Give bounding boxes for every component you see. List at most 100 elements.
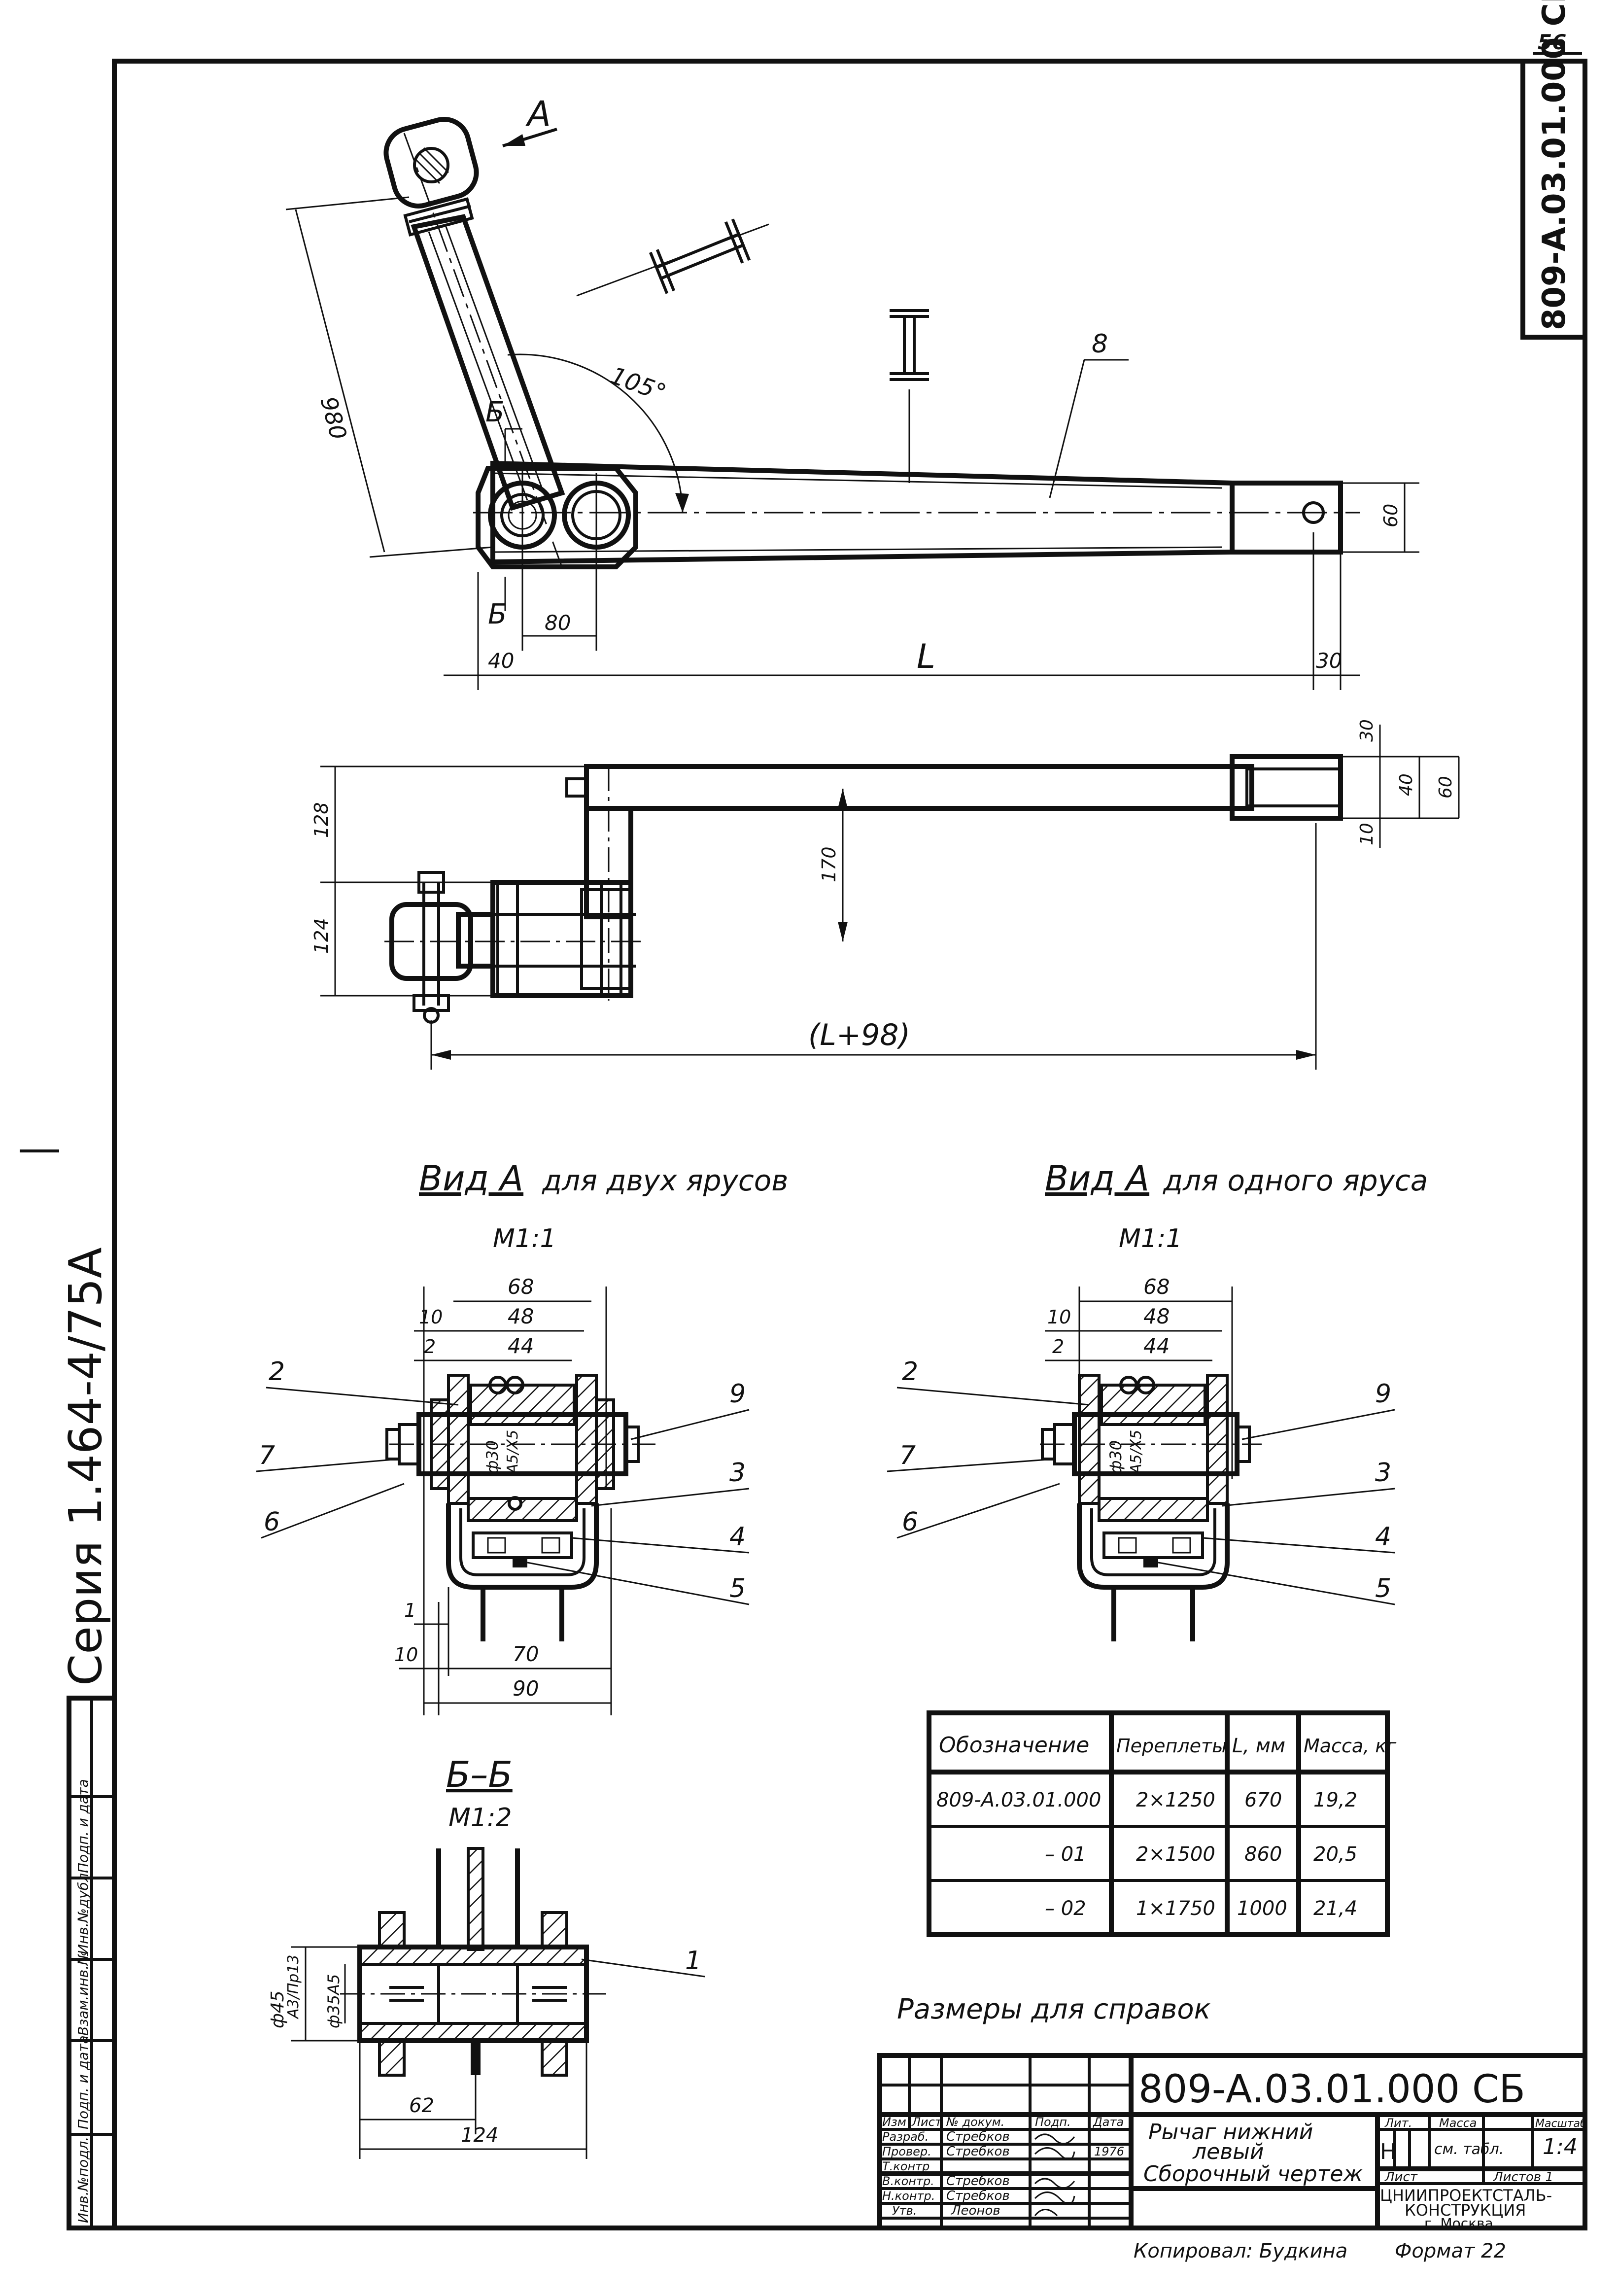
spec-header-mass: Масса, кг bbox=[1304, 1735, 1397, 1757]
spec-r3-c4: 21,4 bbox=[1313, 1897, 1357, 1920]
two-shaft-dia: ф30 bbox=[483, 1440, 502, 1474]
tb-name-4: Стребков bbox=[946, 2174, 1010, 2189]
tb-sheets-label: Листов 1 bbox=[1493, 2170, 1553, 2185]
stamp-label-3: Взам.инв.№ bbox=[75, 1951, 91, 2036]
bb-fit-45: А3/Пр13 bbox=[285, 1955, 302, 2020]
tb-lit-value: Н bbox=[1380, 2139, 1396, 2164]
one-dim-48: 48 bbox=[1143, 1304, 1170, 1328]
signature-scribbles bbox=[1034, 2133, 1075, 2217]
dim-60-main: 60 bbox=[1380, 504, 1402, 527]
stamp-label-1: Инв.№подл. bbox=[75, 2137, 91, 2223]
dim-40: 40 bbox=[488, 649, 514, 673]
spec-r3-c2: 1×1750 bbox=[1136, 1897, 1215, 1920]
dim-30-plan: 30 bbox=[1357, 719, 1377, 742]
stamp-label-4: Инв.№дубл. bbox=[75, 1869, 91, 1954]
tb-year: 1976 bbox=[1094, 2145, 1124, 2158]
view-two-scale: М1:1 bbox=[493, 1224, 556, 1253]
one-leader-6: 6 bbox=[902, 1507, 918, 1537]
tb-scale-label: Масштаб bbox=[1535, 2118, 1587, 2130]
tb-role-5: Н.контр. bbox=[882, 2189, 935, 2203]
reference-note: Размеры для справок bbox=[897, 1993, 1211, 2025]
tb-org-1: ЦНИИПРОЕКТСТАЛЬ- bbox=[1380, 2186, 1552, 2205]
one-dim-68: 68 bbox=[1143, 1275, 1170, 1299]
view-one-scale: М1:1 bbox=[1119, 1224, 1182, 1253]
view-a-two-tiers: Вид А для двух ярусов М1:1 68 48 44 10 2… bbox=[256, 1158, 788, 1715]
section-bb-scale: М1:2 bbox=[448, 1803, 512, 1833]
tb-mass-label: Масса bbox=[1439, 2116, 1477, 2130]
view-two-title-rest: для двух ярусов bbox=[542, 1164, 788, 1197]
tb-col-doc: № докум. bbox=[945, 2115, 1004, 2129]
tb-lit-label: Лит. bbox=[1384, 2116, 1412, 2130]
dim-124-plan: 124 bbox=[310, 918, 332, 954]
spec-r2-c2: 2×1500 bbox=[1136, 1843, 1215, 1866]
spec-r1-c2: 2×1250 bbox=[1136, 1789, 1215, 1811]
two-dim-70: 70 bbox=[513, 1642, 539, 1666]
tb-name-line-1: Рычаг нижний bbox=[1148, 2120, 1313, 2145]
two-dim-44: 44 bbox=[508, 1334, 534, 1358]
dim-30: 30 bbox=[1316, 649, 1342, 673]
tb-col-izm: Изм bbox=[882, 2115, 906, 2129]
section-mark-bottom: Б bbox=[488, 598, 507, 630]
one-leader-9: 9 bbox=[1375, 1379, 1391, 1409]
one-dim-10: 10 bbox=[1047, 1306, 1071, 1328]
one-leader-4: 4 bbox=[1375, 1522, 1391, 1552]
two-fit: А5/Х5 bbox=[504, 1430, 521, 1475]
one-leader-3: 3 bbox=[1375, 1458, 1391, 1488]
doc-code-vertical: 809-А.03.01.000 СБ bbox=[1536, 0, 1573, 330]
sheet-number: 56 bbox=[1538, 30, 1566, 54]
spec-r1-c4: 19,2 bbox=[1313, 1789, 1357, 1811]
view-arrow-label: А bbox=[525, 94, 551, 134]
dim-60-plan: 60 bbox=[1436, 776, 1456, 799]
two-dim-68: 68 bbox=[508, 1275, 534, 1299]
series-vertical: Серия 1.464-4/75А bbox=[59, 1247, 112, 1686]
bb-dim-62: 62 bbox=[409, 2094, 434, 2117]
tb-role-6: Утв. bbox=[892, 2204, 917, 2218]
view-a-one-tier: Вид А для одного яруса М1:1 68 48 44 10 … bbox=[887, 1158, 1428, 1641]
bb-dia-45: ф45 bbox=[268, 1990, 288, 2028]
spec-r2-c1: – 01 bbox=[1045, 1843, 1086, 1866]
one-dim-44: 44 bbox=[1143, 1334, 1170, 1358]
dim-total: (L+98) bbox=[808, 1018, 910, 1052]
dim-40-plan: 40 bbox=[1396, 773, 1416, 796]
tb-mass-value: см. табл. bbox=[1434, 2141, 1504, 2158]
one-shaft-dia: ф30 bbox=[1106, 1440, 1125, 1474]
tb-col-sign: Подп. bbox=[1035, 2115, 1071, 2129]
bb-leader-1: 1 bbox=[685, 1946, 701, 1976]
leader-8: 8 bbox=[1092, 329, 1108, 359]
one-dim-2: 2 bbox=[1052, 1336, 1064, 1357]
tb-name-5: Стребков bbox=[946, 2189, 1010, 2203]
tb-col-date: Дата bbox=[1093, 2115, 1124, 2129]
plan-view: 128 124 170 30 40 60 10 (L+98) bbox=[310, 719, 1460, 1070]
tb-sheet-label: Лист bbox=[1384, 2170, 1418, 2185]
spec-r2-c4: 20,5 bbox=[1313, 1843, 1357, 1866]
tb-scale-value: 1:4 bbox=[1543, 2134, 1578, 2159]
spec-table: Обозначение Переплеты L, мм Масса, кг 80… bbox=[927, 1710, 1397, 1937]
tb-code: 809-А.03.01.000 СБ bbox=[1138, 2067, 1525, 2112]
tb-role-2: Провер. bbox=[882, 2145, 931, 2158]
one-leader-5: 5 bbox=[1375, 1574, 1391, 1603]
bb-dia-35: ф35А5 bbox=[324, 1974, 343, 2028]
view-two-title-main: Вид А bbox=[419, 1158, 523, 1199]
tb-role-1: Разраб. bbox=[882, 2130, 929, 2144]
one-fit: А5/Х5 bbox=[1128, 1430, 1145, 1475]
tb-org-3: г. Москва bbox=[1424, 2215, 1493, 2231]
section-bb-title: Б–Б bbox=[446, 1754, 513, 1795]
spec-header-designation: Обозначение bbox=[939, 1733, 1089, 1758]
dim-128: 128 bbox=[310, 802, 332, 838]
outer-frame bbox=[112, 59, 1587, 2230]
angle-105: 105° bbox=[607, 362, 670, 407]
two-dim-90: 90 bbox=[513, 1676, 539, 1701]
spec-r1-c1: 809-А.03.01.000 bbox=[936, 1789, 1101, 1811]
two-dim-10: 10 bbox=[419, 1306, 443, 1328]
tb-name-2: Стребков bbox=[946, 2144, 1010, 2159]
dim-10-plan: 10 bbox=[1357, 823, 1377, 845]
two-leader-4: 4 bbox=[729, 1522, 746, 1552]
tb-role-3: Т.контр bbox=[882, 2159, 929, 2173]
two-dim-2: 2 bbox=[424, 1336, 436, 1357]
two-dim-1: 1 bbox=[404, 1600, 416, 1621]
format-label: Формат 22 bbox=[1395, 2240, 1506, 2262]
dim-80: 80 bbox=[545, 611, 571, 635]
copied-by: Копировал: Будкина bbox=[1134, 2240, 1347, 2262]
